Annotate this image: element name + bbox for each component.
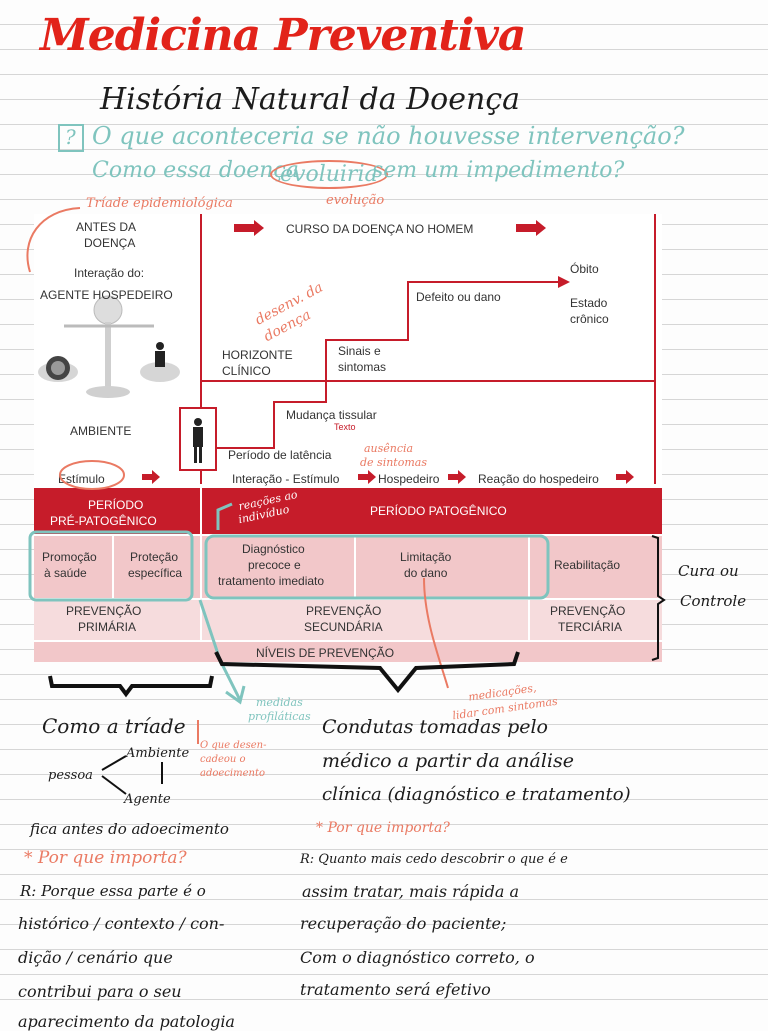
label-horizonte-l1: HORIZONTE bbox=[222, 348, 293, 362]
natural-history-diagram: ANTES DA DOENÇA Interação do: AGENTE HOS… bbox=[34, 214, 662, 662]
note-medidas-l1: medidas bbox=[256, 696, 303, 709]
label-prev-prim-l1: PREVENÇÃO bbox=[66, 604, 142, 618]
label-reacao: Reação do hospedeiro bbox=[478, 472, 599, 486]
note-ausencia-l1: ausência bbox=[364, 442, 414, 455]
note-pessoa: pessoa bbox=[48, 768, 93, 783]
label-diag-l2: precoce e bbox=[248, 558, 301, 572]
note-right-r5: tratamento será efetivo bbox=[300, 980, 491, 999]
question-line-2b: sem um impedimento? bbox=[372, 158, 625, 183]
question-box: ? bbox=[58, 124, 84, 152]
label-prev-ter-l2: TERCIÁRIA bbox=[558, 620, 623, 634]
label-reabilitacao: Reabilitação bbox=[554, 558, 621, 572]
note-agente: Agente bbox=[124, 792, 171, 807]
note-right-c1: Condutas tomadas pelo bbox=[322, 716, 548, 738]
note-oque-l3: adoecimento bbox=[200, 768, 265, 779]
label-prev-prim-l2: PRIMÁRIA bbox=[78, 620, 137, 634]
note-evolucao: evolução bbox=[326, 193, 385, 208]
note-cura-l1: Cura ou bbox=[678, 562, 739, 580]
label-texto: Texto bbox=[334, 422, 356, 432]
question-line-2-word: evoluiria bbox=[270, 160, 388, 189]
note-cura-l2: Controle bbox=[680, 592, 747, 610]
note-oque-l1: O que desen- bbox=[200, 740, 267, 751]
label-prev-sec-l1: PREVENÇÃO bbox=[306, 604, 382, 618]
label-hospedeiro: Hospedeiro bbox=[378, 472, 440, 486]
label-limit-l1: Limitação bbox=[400, 550, 452, 564]
band-niveis bbox=[34, 642, 662, 662]
note-porque-left: * Por que importa? bbox=[24, 848, 187, 868]
note-ausencia-l2: de sintomas bbox=[360, 456, 427, 469]
note-left-r1: R: Porque essa parte é o bbox=[20, 882, 206, 900]
label-obito: Óbito bbox=[570, 262, 599, 276]
label-latencia: Período de latência bbox=[228, 448, 332, 462]
label-protecao-l1: Proteção bbox=[130, 550, 179, 564]
note-ambiente: Ambiente bbox=[126, 746, 190, 761]
label-mudanca: Mudança tissular bbox=[286, 408, 377, 422]
note-right-c2: médico a partir da análise bbox=[322, 750, 574, 772]
section-subtitle: História Natural da Doença bbox=[100, 82, 520, 117]
page-title: Medicina Preventiva bbox=[40, 10, 526, 61]
label-antes-l1: ANTES DA bbox=[76, 220, 137, 234]
label-promocao-l2: à saúde bbox=[44, 566, 87, 580]
note-porque-right: * Por que importa? bbox=[316, 820, 450, 836]
note-como-triade: Como a tríade bbox=[42, 714, 186, 738]
disease-staircase bbox=[38, 220, 634, 484]
note-left-r2: histórico / contexto / con- bbox=[18, 914, 225, 933]
band-prevention bbox=[34, 600, 662, 640]
label-prev-sec-l2: SECUNDÁRIA bbox=[304, 620, 383, 634]
label-pre-l1: PERÍODO bbox=[88, 498, 144, 512]
label-diag-l1: Diagnóstico bbox=[242, 542, 305, 556]
label-protecao-l2: específica bbox=[128, 566, 183, 580]
label-horizonte-l2: CLÍNICO bbox=[222, 364, 271, 378]
question-line-1: O que aconteceria se não houvesse interv… bbox=[92, 122, 685, 150]
label-ambiente: AMBIENTE bbox=[70, 424, 132, 438]
note-right-r1: R: Quanto mais cedo descobrir o que é e bbox=[300, 852, 568, 867]
label-promocao-l1: Promoção bbox=[42, 550, 97, 564]
note-right-r4: Com o diagnóstico correto, o bbox=[300, 948, 535, 967]
label-pre-l2: PRÉ-PATOGÊNICO bbox=[50, 514, 157, 528]
divider-right bbox=[654, 214, 656, 484]
label-sinais-l2: sintomas bbox=[338, 360, 387, 374]
note-right-r2: assim tratar, mais rápida a bbox=[302, 882, 520, 901]
band-measures bbox=[34, 536, 662, 598]
note-right-r3: recuperação do paciente; bbox=[300, 914, 507, 933]
label-agente-hospedeiro: AGENTE HOSPEDEIRO bbox=[40, 288, 173, 302]
horizon-line bbox=[200, 380, 654, 382]
note-medidas-l2: profiláticas bbox=[248, 710, 311, 723]
label-defeito: Defeito ou dano bbox=[416, 290, 501, 304]
label-diag-l3: tratamento imediato bbox=[218, 574, 325, 588]
note-left-r4: contribui para o seu bbox=[18, 982, 182, 1001]
label-estado-l2: crônico bbox=[570, 312, 609, 326]
label-curso: CURSO DA DOENÇA NO HOMEM bbox=[286, 222, 474, 236]
label-estimulo: Estímulo bbox=[58, 472, 105, 486]
label-limit-l2: do dano bbox=[404, 566, 448, 580]
label-interacao-estimulo: Interação - Estímulo bbox=[232, 472, 340, 486]
label-niveis: NÍVEIS DE PREVENÇÃO bbox=[256, 646, 395, 660]
label-antes-l2: DOENÇA bbox=[84, 236, 136, 250]
note-triade: Tríade epidemiológica bbox=[86, 196, 233, 211]
note-left-r3: dição / cenário que bbox=[18, 948, 173, 967]
question-line-2a: Como essa doença bbox=[92, 158, 299, 183]
note-oque-l2: cadeou o bbox=[200, 754, 246, 765]
note-right-c3: clínica (diagnóstico e tratamento) bbox=[322, 784, 631, 805]
band-patogenico bbox=[202, 488, 662, 534]
note-fica: fica antes do adoecimento bbox=[30, 820, 229, 838]
label-estado-l1: Estado bbox=[570, 296, 608, 310]
label-interacao: Interação do: bbox=[74, 266, 145, 280]
question-mark: ? bbox=[65, 125, 76, 149]
label-prev-ter-l1: PREVENÇÃO bbox=[550, 604, 626, 618]
band-pre-patogenico bbox=[34, 488, 200, 534]
note-left-r5: aparecimento da patologia bbox=[18, 1012, 235, 1031]
divider-vertical bbox=[200, 214, 202, 484]
label-patogenico: PERÍODO PATOGÊNICO bbox=[370, 504, 507, 518]
label-sinais-l1: Sinais e bbox=[338, 344, 381, 358]
